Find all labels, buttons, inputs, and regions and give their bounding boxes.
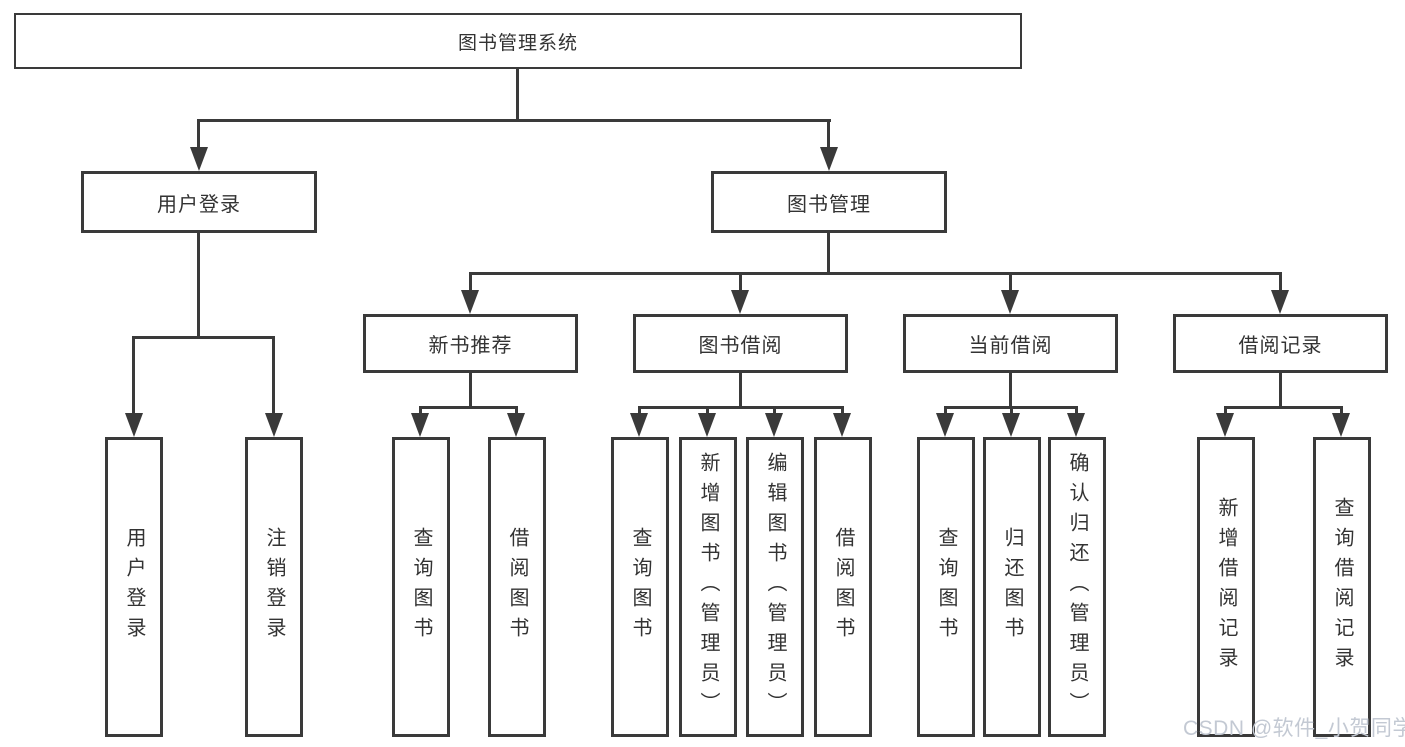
arrowhead-down-icon	[833, 413, 851, 437]
node-book-borrowing: 图书借阅	[633, 314, 848, 373]
arrowhead-down-icon	[765, 413, 783, 437]
arrowhead-down-icon	[936, 413, 954, 437]
leaf-borrow-books: 借阅图书	[488, 437, 546, 737]
arrowhead-down-icon	[1067, 413, 1085, 437]
connector-line	[469, 272, 472, 298]
arrowhead-down-icon	[1002, 413, 1020, 437]
connector-line	[1279, 272, 1282, 298]
connector-line	[944, 406, 947, 418]
arrowhead-down-icon	[411, 413, 429, 437]
connector-line	[197, 233, 200, 339]
arrowhead-down-icon	[461, 290, 479, 314]
leaf-query-books: 查询图书	[392, 437, 450, 737]
leaf-add-borrow-record: 新增借阅记录	[1197, 437, 1255, 737]
arrowhead-down-icon	[1216, 413, 1234, 437]
node-new-book-recommendation: 新书推荐	[363, 314, 578, 373]
arrowhead-down-icon	[731, 290, 749, 314]
node-current-borrowing: 当前借阅	[903, 314, 1118, 373]
leaf-query-books: 查询图书	[611, 437, 669, 737]
connector-line	[272, 336, 275, 421]
arrowhead-down-icon	[1001, 290, 1019, 314]
connector-line	[1010, 406, 1013, 418]
connector-line	[1009, 272, 1012, 298]
node-library-management-system: 图书管理系统	[14, 13, 1022, 69]
connector-line	[1075, 406, 1078, 418]
connector-line	[197, 119, 200, 155]
arrowhead-down-icon	[820, 147, 838, 171]
connector-line	[515, 406, 518, 418]
leaf-query-books: 查询图书	[917, 437, 975, 737]
leaf-edit-books-admin: 编辑图书（管理员）	[746, 437, 804, 737]
connector-line	[469, 373, 472, 409]
leaf-borrow-books: 借阅图书	[814, 437, 872, 737]
watermark: CSDN @软件_小贺同学	[1183, 717, 1405, 740]
leaf-return-books: 归还图书	[983, 437, 1041, 737]
leaf-user-login: 用户登录	[105, 437, 163, 737]
connector-line	[197, 119, 831, 122]
connector-line	[516, 69, 519, 120]
connector-line	[827, 119, 830, 155]
arrowhead-down-icon	[265, 413, 283, 437]
connector-line	[638, 406, 641, 418]
arrowhead-down-icon	[1271, 290, 1289, 314]
connector-line	[841, 406, 844, 418]
connector-line	[739, 373, 742, 409]
connector-line	[132, 336, 135, 421]
arrowhead-down-icon	[125, 413, 143, 437]
node-book-management: 图书管理	[711, 171, 947, 233]
connector-line	[1224, 406, 1227, 418]
connector-line	[1009, 373, 1012, 409]
arrowhead-down-icon	[698, 413, 716, 437]
connector-line	[638, 406, 844, 409]
node-user-login: 用户登录	[81, 171, 317, 233]
leaf-query-borrow-record: 查询借阅记录	[1313, 437, 1371, 737]
connector-line	[1279, 373, 1282, 409]
leaf-logout: 注销登录	[245, 437, 303, 737]
arrowhead-down-icon	[630, 413, 648, 437]
node-borrowing-records: 借阅记录	[1173, 314, 1388, 373]
arrowhead-down-icon	[190, 147, 208, 171]
arrowhead-down-icon	[1332, 413, 1350, 437]
connector-line	[1340, 406, 1343, 418]
leaf-confirm-return-admin: 确认归还（管理员）	[1048, 437, 1106, 737]
connector-line	[827, 233, 830, 275]
connector-line	[419, 406, 518, 409]
connector-line	[1224, 406, 1343, 409]
connector-line	[773, 406, 776, 418]
connector-line	[132, 336, 275, 339]
connector-line	[706, 406, 709, 418]
connector-line	[469, 272, 1281, 275]
connector-line	[419, 406, 422, 418]
leaf-add-books-admin: 新增图书（管理员）	[679, 437, 737, 737]
connector-line	[739, 272, 742, 298]
arrowhead-down-icon	[507, 413, 525, 437]
